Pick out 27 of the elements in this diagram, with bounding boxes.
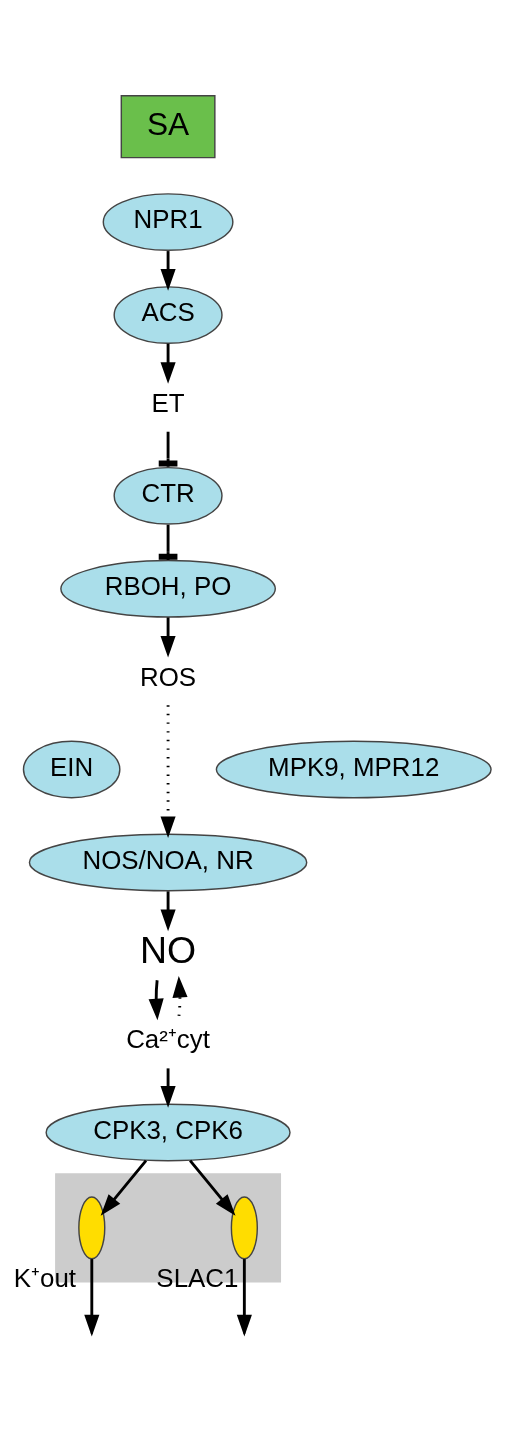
node-ellipse: MPK9, MPR12 xyxy=(215,740,492,799)
node-channel xyxy=(78,1196,106,1260)
node-ellipse: ACS xyxy=(113,286,223,344)
node-text: Ca²⁺cyt xyxy=(126,1025,210,1054)
node-ellipse: CTR xyxy=(113,466,223,525)
node-box: SA xyxy=(120,95,216,159)
arrow xyxy=(160,251,176,291)
node-channel xyxy=(230,1196,259,1260)
arrow xyxy=(160,891,176,932)
node-label: K⁺out xyxy=(13,1264,76,1293)
node-ellipse: RBOH, PO xyxy=(60,559,276,618)
node-text: ROS xyxy=(140,662,197,691)
arrow xyxy=(189,1159,236,1216)
arrow xyxy=(160,343,176,384)
arrow xyxy=(172,975,188,1017)
node-ellipse: CPK3, CPK6 xyxy=(45,1103,291,1162)
arrow xyxy=(160,705,176,839)
arrow xyxy=(148,980,164,1021)
arrow xyxy=(100,1159,148,1216)
node-text: ET xyxy=(151,388,185,417)
arrow xyxy=(160,1068,176,1108)
node-ellipse: NOS/NOA, NR xyxy=(28,833,308,892)
node-text: NO xyxy=(140,928,197,971)
node-label: SLAC1 xyxy=(156,1264,239,1293)
node-ellipse: NPR1 xyxy=(102,193,234,252)
node-ellipse: EIN xyxy=(22,740,121,799)
arrow xyxy=(160,617,176,658)
